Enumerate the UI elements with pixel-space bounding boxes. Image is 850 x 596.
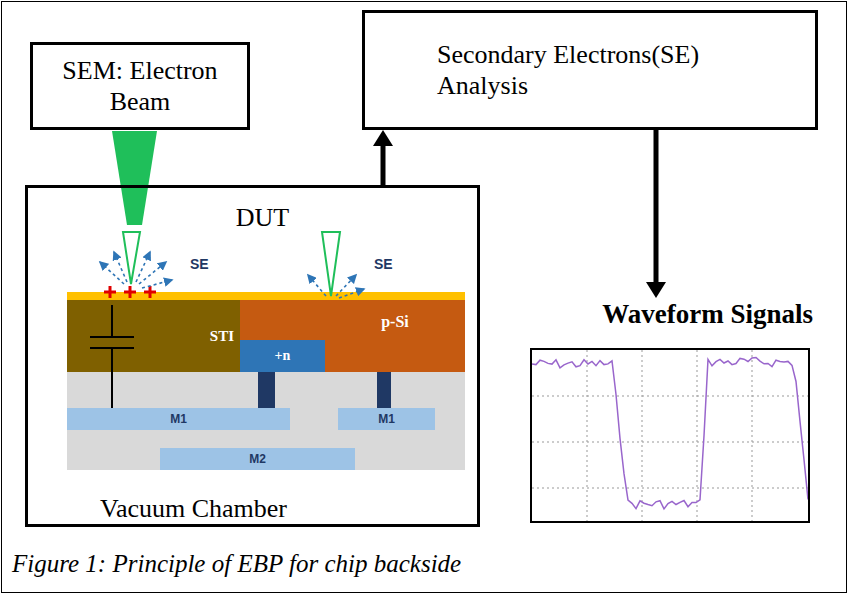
capacitor-symbol xyxy=(90,305,134,408)
metal-m1 xyxy=(67,408,290,430)
p-si-region: p-Si xyxy=(330,304,460,340)
waveform-plot xyxy=(530,348,810,523)
waveform-panel: Waveform Signals xyxy=(525,298,815,524)
node-text: Vacuum Chamber xyxy=(100,493,287,524)
n-plus-region: +n xyxy=(240,340,325,372)
probe-beam xyxy=(322,232,340,296)
p-si-region xyxy=(240,300,465,372)
backside-coating xyxy=(67,292,465,300)
node-text: M1 xyxy=(378,412,395,426)
node-text: +n xyxy=(275,348,291,365)
se-label: SE xyxy=(374,256,393,272)
sti-region: STI xyxy=(67,300,240,372)
metal-m1: M1 xyxy=(67,408,290,430)
metal-m2: M2 xyxy=(160,448,355,470)
via xyxy=(377,372,391,408)
process-box: SEM: Electron Beam xyxy=(30,42,250,130)
via xyxy=(258,372,275,408)
metal-m1: M1 xyxy=(338,408,435,430)
node-text: p-Si xyxy=(381,312,409,331)
node-text: SEM: Electron Beam xyxy=(45,55,235,117)
process-box: Secondary Electrons(SE) Analysis xyxy=(362,10,818,130)
node-text: M1 xyxy=(170,412,187,426)
flow-arrow xyxy=(646,130,666,298)
dielectric-layer xyxy=(67,372,465,470)
node-text: STI xyxy=(210,327,234,345)
node-text: M2 xyxy=(249,452,266,466)
node-text: DUT xyxy=(28,202,477,233)
node-text: Secondary Electrons(SE) Analysis xyxy=(437,39,747,101)
flow-arrow xyxy=(373,130,393,185)
se-label: SE xyxy=(190,256,209,272)
figure-caption: Figure 1: Principle of EBP for chip back… xyxy=(12,550,461,578)
n-plus-region xyxy=(240,340,325,372)
node-text: Waveform Signals xyxy=(525,298,815,330)
metal-m2 xyxy=(160,448,355,470)
sti-region xyxy=(67,300,240,372)
positive-charge xyxy=(104,286,156,298)
chamber-box: DUT Vacuum Chamber STI +n p-SiM1 M1M2 xyxy=(25,185,480,527)
probe-beam xyxy=(123,232,140,284)
metal-m1 xyxy=(338,408,435,430)
electron-beam xyxy=(112,131,157,225)
secondary-electron xyxy=(100,252,364,298)
waveform-trace xyxy=(532,350,808,521)
